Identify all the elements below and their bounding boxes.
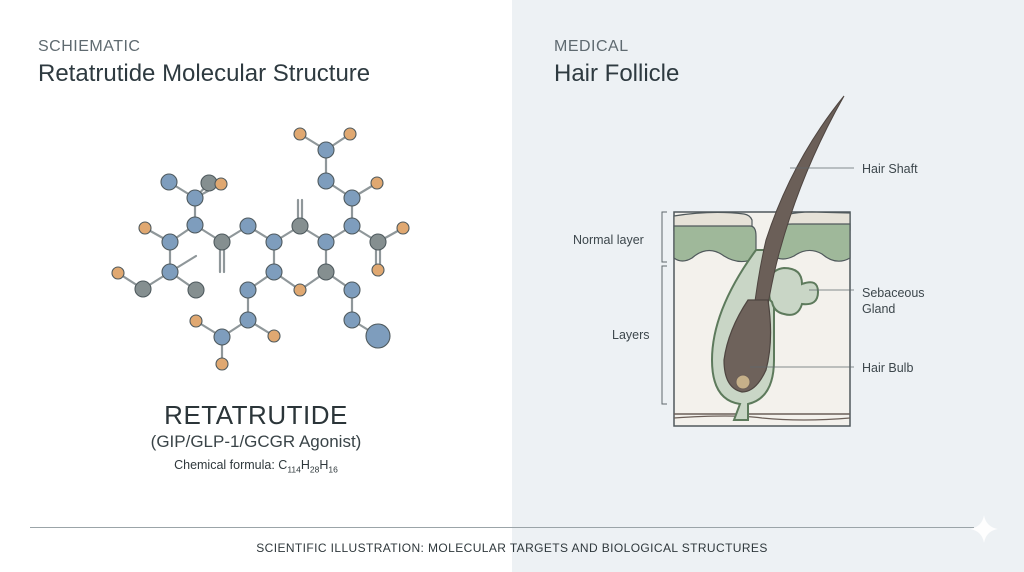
sebaceous-gland — [767, 266, 820, 316]
atom — [265, 233, 283, 251]
atom — [186, 189, 204, 207]
atom — [343, 189, 361, 207]
label-hair-shaft: Hair Shaft — [862, 162, 918, 176]
atom — [239, 281, 257, 299]
atom — [267, 329, 281, 343]
atom — [291, 217, 309, 235]
atom — [317, 141, 335, 159]
follicle-heading: Hair Follicle — [554, 60, 680, 87]
atom — [365, 323, 391, 349]
formula-count-1: 114 — [287, 464, 301, 475]
atom — [214, 177, 228, 191]
atom — [189, 314, 203, 328]
footer-divider — [30, 527, 974, 528]
atom — [161, 263, 179, 281]
atom — [265, 263, 283, 281]
formula-element-1: C — [278, 458, 288, 472]
formula-count-3: 16 — [328, 464, 338, 475]
atom — [215, 357, 229, 371]
atom — [213, 328, 231, 346]
formula-element-3: H — [319, 458, 329, 472]
atom — [343, 127, 357, 141]
atom — [293, 283, 307, 297]
formula-count-2: 28 — [309, 464, 320, 475]
atom — [370, 176, 384, 190]
atom — [317, 233, 335, 251]
hair-bulb — [723, 299, 772, 393]
atom — [317, 263, 335, 281]
follicle-category: MEDICAL — [554, 38, 629, 55]
label-layers: Layers — [612, 328, 650, 342]
hair-follicle-diagram — [661, 95, 854, 427]
atom — [134, 280, 152, 298]
atom — [186, 216, 204, 234]
atom — [343, 311, 361, 329]
molecule-heading: Retatrutide Molecular Structure — [38, 60, 371, 87]
label-sebaceous-line2: Gland — [862, 302, 896, 316]
molecule-panel — [0, 0, 512, 572]
molecule-diagram — [111, 127, 410, 371]
atom — [343, 217, 361, 235]
chemical-formula: Chemical formula: C114H28H16 — [0, 458, 512, 475]
label-normal-layer: Normal layer — [573, 233, 644, 247]
atom — [343, 281, 361, 299]
atom — [213, 233, 231, 251]
formula-element-2: H — [300, 458, 310, 472]
atom — [160, 173, 178, 191]
formula-prefix: Chemical formula: — [174, 458, 279, 472]
atom — [161, 233, 179, 251]
atom — [396, 221, 410, 235]
footer-caption: SCIENTIFIC ILLUSTRATION: MOLECULAR TARGE… — [256, 541, 768, 555]
molecule-category: SCHIEMATIC — [38, 38, 141, 55]
label-sebaceous-line1: Sebaceous — [862, 286, 925, 300]
atom — [239, 217, 257, 235]
molecule-atoms — [111, 127, 410, 371]
atom — [187, 281, 205, 299]
label-hair-bulb: Hair Bulb — [862, 361, 914, 375]
drug-class: (GIP/GLP-1/GCGR Agonist) — [150, 432, 362, 451]
drug-name: RETATRUTIDE — [164, 400, 348, 430]
atom — [111, 266, 125, 280]
atom — [369, 233, 387, 251]
sparkle-icon — [970, 515, 998, 543]
atom — [371, 263, 385, 277]
atom — [293, 127, 307, 141]
atom — [239, 311, 257, 329]
atom — [138, 221, 152, 235]
atom — [317, 172, 335, 190]
